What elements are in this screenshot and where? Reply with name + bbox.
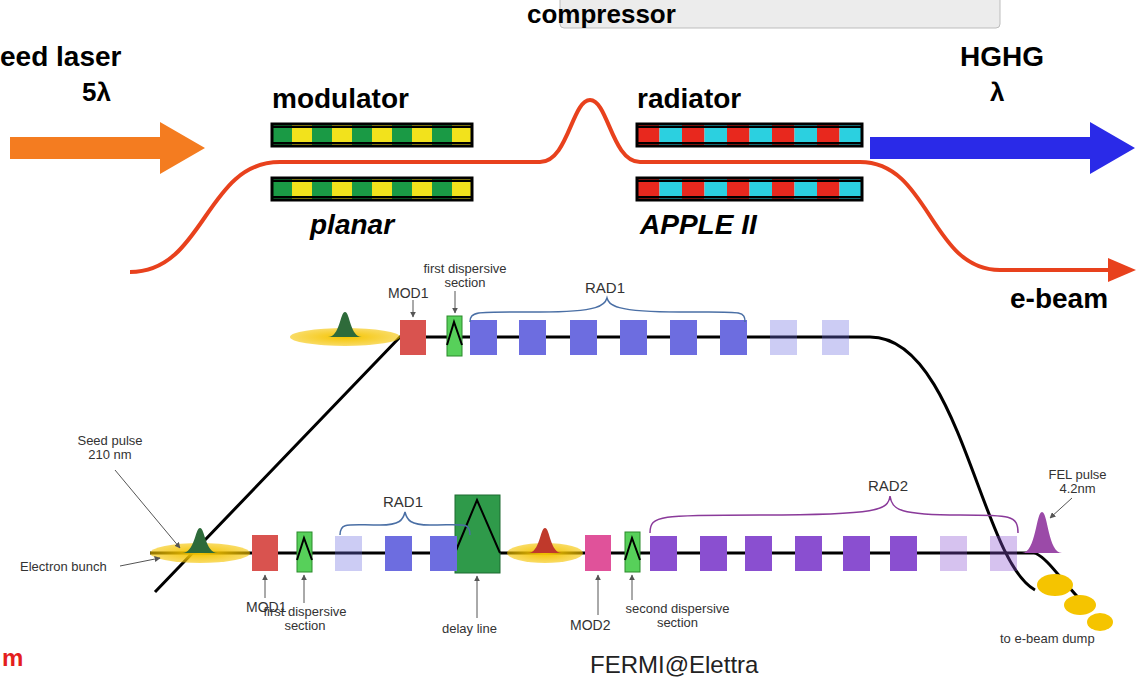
radiator-module xyxy=(700,536,727,571)
radiator-module xyxy=(770,320,797,355)
fel-pulse xyxy=(1022,512,1062,553)
hghg-arrow xyxy=(870,122,1135,174)
pulse xyxy=(528,528,562,553)
radiator-module xyxy=(890,536,917,571)
component-label: modulator xyxy=(272,84,409,115)
chicane xyxy=(625,532,640,572)
chicane xyxy=(297,532,312,572)
wavelength: 5λ xyxy=(82,78,111,107)
undulator-rail xyxy=(272,142,472,144)
radiator-module xyxy=(620,320,647,355)
part-label: RAD1 xyxy=(585,280,625,297)
radiator-module xyxy=(470,320,497,355)
modulator-box xyxy=(252,535,278,571)
radiator-module xyxy=(990,536,1017,571)
part-label: second dispersive section xyxy=(620,602,735,631)
seed-arrow xyxy=(10,122,205,174)
radiator-module xyxy=(430,536,457,571)
part-label: Electron bunch xyxy=(20,560,107,574)
bracket xyxy=(650,496,1018,533)
seed-pulse xyxy=(328,312,362,337)
undulator-rail xyxy=(637,196,862,198)
part-label: MOD1 xyxy=(388,286,428,301)
undulator-rail xyxy=(637,126,862,128)
electron-bunch xyxy=(1037,574,1073,596)
part-label: delay line xyxy=(442,622,497,636)
delay-line xyxy=(455,495,500,573)
electron-path xyxy=(130,100,1112,272)
undulator-rail xyxy=(272,180,472,182)
radiator-module xyxy=(519,320,546,355)
undulator-rail xyxy=(272,196,472,198)
bracket xyxy=(470,298,745,322)
part-label: RAD2 xyxy=(868,478,908,495)
caption-text: FERMI@Elettra xyxy=(590,652,758,678)
section-title: compressor xyxy=(527,0,676,29)
undulator-frame xyxy=(637,124,862,146)
radiator-module xyxy=(843,536,870,571)
radiator-module xyxy=(670,320,697,355)
cut-text: m xyxy=(2,645,23,671)
type-label: planar xyxy=(310,210,394,241)
modulator-box xyxy=(400,320,426,355)
radiator-module xyxy=(940,536,967,571)
undulator-frame xyxy=(272,124,472,146)
type-label: APPLE II xyxy=(640,210,757,241)
part-label: MOD2 xyxy=(570,618,610,633)
chicane xyxy=(447,316,462,356)
wavelength: λ xyxy=(990,78,1004,107)
undulator-rail xyxy=(637,142,862,144)
source-label: eed laser xyxy=(0,42,121,73)
component-label: radiator xyxy=(637,84,741,115)
part-label: first dispersive section xyxy=(255,605,355,634)
radiator-module xyxy=(385,536,412,571)
radiator-module xyxy=(795,536,822,571)
undulator-rail xyxy=(272,126,472,128)
radiator-module xyxy=(335,536,362,571)
part-label: FEL pulse 4.2nm xyxy=(1040,468,1115,497)
electron-bunch xyxy=(1064,595,1096,615)
part-label: first dispersive section xyxy=(415,262,515,291)
beam-label: e-beam xyxy=(1010,284,1108,315)
output-label: HGHG xyxy=(960,42,1044,73)
undulator-frame xyxy=(272,178,472,200)
part-label: Seed pulse 210 nm xyxy=(70,434,150,463)
modulator-box xyxy=(585,535,611,571)
radiator-module xyxy=(570,320,597,355)
radiator-module xyxy=(720,320,747,355)
radiator-module xyxy=(745,536,772,571)
seed-pulse xyxy=(182,528,218,553)
arrow-head xyxy=(1108,258,1136,282)
undulator-rail xyxy=(637,180,862,182)
radiator-module xyxy=(650,536,677,571)
bracket xyxy=(340,512,470,535)
part-label: to e-beam dump xyxy=(1000,632,1095,646)
leader-line xyxy=(115,291,1072,618)
radiator-module xyxy=(822,320,849,355)
undulator-frame xyxy=(637,178,862,200)
electron-bunch xyxy=(1087,613,1113,631)
part-label: RAD1 xyxy=(383,494,423,511)
